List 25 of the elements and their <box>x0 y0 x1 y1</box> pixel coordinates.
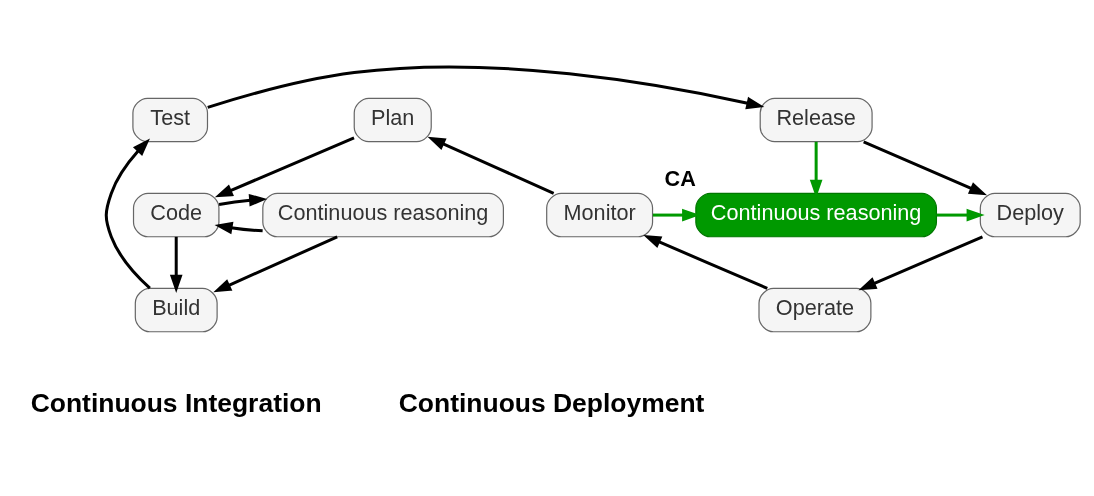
node-box: Build <box>134 287 218 333</box>
node-label: CA <box>664 165 696 191</box>
label: Continuous Integration <box>30 387 322 418</box>
node-box: Plan <box>353 97 432 143</box>
arrow <box>214 221 263 235</box>
arrow <box>858 235 984 291</box>
label: Continuous Deployment <box>398 387 705 418</box>
arrow <box>936 208 985 222</box>
node-box: Monitor <box>546 192 654 238</box>
arrow <box>104 138 151 290</box>
arrow <box>427 136 555 195</box>
node-box: Continuous reasoning <box>262 192 504 238</box>
arrow <box>863 140 988 196</box>
node-box: Continuous reasoning <box>695 192 938 238</box>
arrow <box>643 235 768 290</box>
arrow <box>213 235 338 293</box>
arrow <box>218 193 268 207</box>
arrow <box>169 236 183 293</box>
node-box: Test <box>132 97 209 143</box>
node-box: Operate <box>758 287 872 333</box>
node-box: Release <box>759 97 873 143</box>
node-box: Code <box>132 192 220 238</box>
arrow <box>214 136 355 198</box>
arrow <box>207 65 765 110</box>
node-box: Deploy <box>979 192 1081 238</box>
